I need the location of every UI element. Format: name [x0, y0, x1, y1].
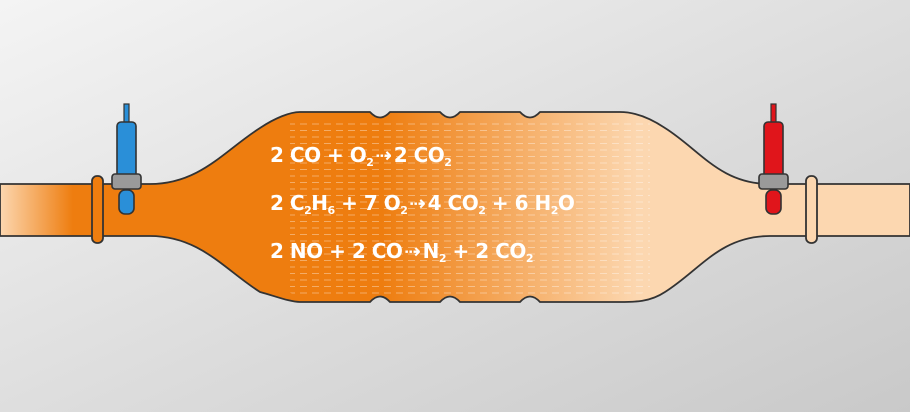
formula-subscript: 2 [525, 252, 534, 265]
formula-text: CO [289, 143, 321, 167]
coefficient: 2 [393, 143, 414, 167]
formula-subscript: 2 [438, 252, 447, 265]
reaction-no-reduction: 2 NO + 2 CO ⇢ N2 + 2 CO2 [270, 239, 534, 265]
formula-text: O [557, 191, 575, 215]
plus-sign: + [485, 191, 515, 215]
coefficient: 6 [514, 191, 535, 215]
reaction-ethane-oxidation: 2 C2H6 + 7 O2 ⇢ 4 CO2 + 6 H2O [270, 191, 575, 217]
formula-subscript: 2 [444, 156, 452, 169]
chemical-term: 7 O2 [363, 191, 408, 217]
formula-text: H [534, 191, 551, 215]
formula-text: CO [413, 143, 445, 167]
formula-text: H [311, 191, 328, 215]
formula-subscript: 6 [327, 204, 335, 217]
reaction-arrow-icon: ⇢ [375, 143, 392, 167]
reaction-arrow-icon: ⇢ [404, 239, 421, 263]
formula-text: O [383, 191, 401, 215]
chemical-term: 2 CO [270, 143, 321, 167]
reaction-arrow-icon: ⇢ [409, 191, 426, 215]
chemical-term: 2 CO2 [393, 143, 452, 169]
formula-text: C [289, 191, 305, 215]
formula-text: CO [371, 239, 403, 263]
coefficient: 2 [475, 239, 496, 263]
outlet-sensor-icon [758, 103, 789, 215]
formula-text: NO [289, 239, 323, 263]
chemical-term: 2 CO2 [475, 239, 534, 265]
formula-text: CO [447, 191, 479, 215]
coefficient: 2 [270, 143, 290, 167]
coefficient: 4 [427, 191, 448, 215]
outlet-flange [805, 175, 818, 244]
plus-sign: + [446, 239, 476, 263]
formula-text: N [422, 239, 440, 263]
formula-subscript: 2 [550, 204, 559, 217]
chemical-term: 2 NO [270, 239, 323, 263]
coefficient: 2 [270, 191, 290, 215]
coefficient: 2 [351, 239, 372, 263]
formula-text: CO [495, 239, 526, 263]
plus-sign: + [320, 143, 350, 167]
formula-subscript: 2 [304, 204, 312, 217]
inlet-sensor-icon [111, 103, 142, 215]
chemical-term: N2 [422, 239, 447, 265]
formula-subscript: 2 [478, 204, 486, 217]
chemical-term: 6 H2O [514, 191, 575, 217]
substrate-hatching [290, 118, 650, 298]
reaction-co-oxidation: 2 CO + O2 ⇢ 2 CO2 [270, 143, 452, 169]
coefficient: 7 [363, 191, 384, 215]
chemical-term: O2 [349, 143, 374, 169]
formula-text: O [349, 143, 367, 167]
formula-subscript: 2 [366, 156, 374, 169]
formula-subscript: 2 [400, 204, 408, 217]
inlet-flange [91, 175, 104, 244]
chemical-term: 2 C2H6 [270, 191, 335, 217]
plus-sign: + [322, 239, 352, 263]
coefficient: 2 [270, 239, 290, 263]
plus-sign: + [334, 191, 364, 215]
chemical-term: 4 CO2 [427, 191, 486, 217]
chemical-term: 2 CO [352, 239, 403, 263]
